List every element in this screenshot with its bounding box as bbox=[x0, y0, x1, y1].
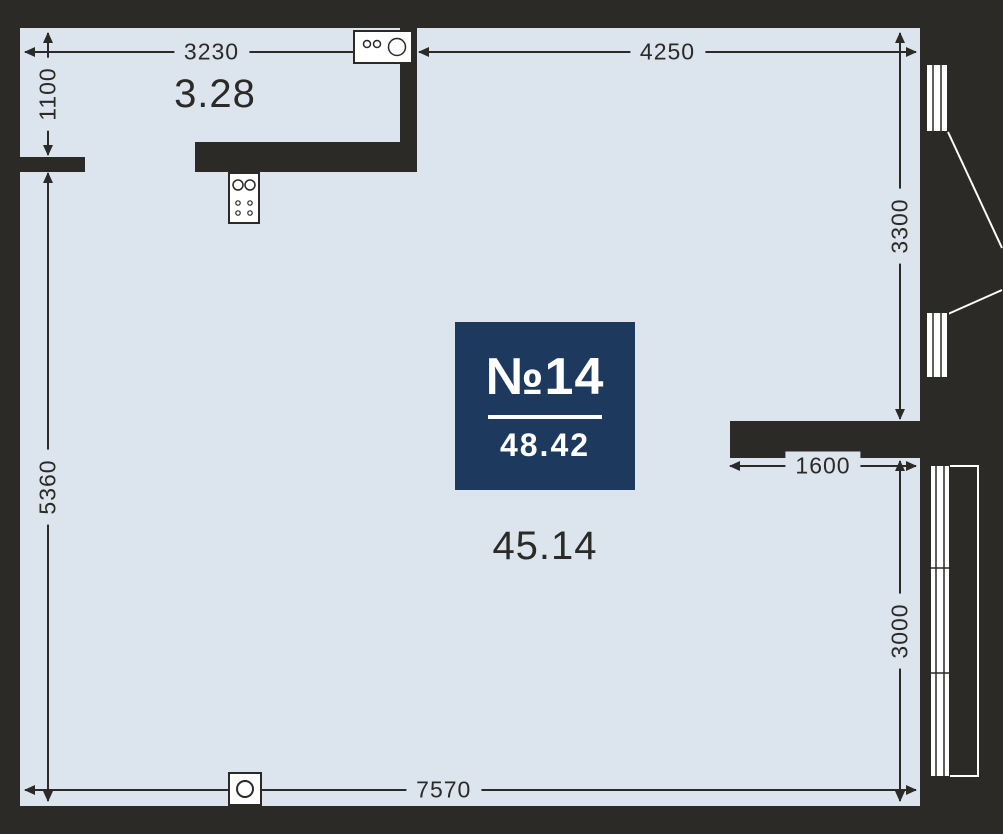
wall-left-stub bbox=[20, 157, 85, 172]
dim-label-right-lower: 3000 bbox=[885, 593, 915, 669]
dim-label-right-upper: 3300 bbox=[885, 188, 915, 264]
dim-label-top-left: 3230 bbox=[173, 37, 250, 67]
arrow-down-icon bbox=[43, 145, 53, 156]
dim-right-lower: 3000 bbox=[885, 460, 915, 802]
dim-left-upper: 1100 bbox=[33, 32, 63, 156]
badge-divider bbox=[488, 415, 602, 419]
arrow-left-icon bbox=[24, 785, 35, 795]
room-area-label: 45.14 bbox=[492, 524, 598, 568]
kitchen-area-label: 3.28 bbox=[174, 72, 256, 116]
dim-top-left: 3230 bbox=[24, 37, 399, 67]
arrow-up-icon bbox=[895, 32, 905, 43]
balcony-windows-icon bbox=[925, 63, 1003, 778]
dim-inner-wall: 1600 bbox=[729, 451, 917, 481]
dim-label-inner-wall: 1600 bbox=[785, 451, 861, 481]
sink-icon bbox=[353, 30, 413, 64]
arrow-left-icon bbox=[418, 47, 429, 57]
dim-left-lower: 5360 bbox=[33, 172, 63, 802]
dim-label-left-upper: 1100 bbox=[33, 57, 63, 131]
arrow-left-icon bbox=[24, 47, 35, 57]
arrow-right-icon bbox=[906, 47, 917, 57]
arrow-up-icon bbox=[43, 32, 53, 43]
stove-icon bbox=[228, 172, 260, 224]
column-icon bbox=[228, 772, 262, 806]
arrow-left-icon bbox=[729, 461, 740, 471]
arrow-up-icon bbox=[895, 460, 905, 471]
arrow-down-icon bbox=[895, 791, 905, 802]
arrow-right-icon bbox=[906, 461, 917, 471]
unit-badge: №14 48.42 bbox=[455, 322, 635, 490]
arrow-down-icon bbox=[43, 791, 53, 802]
unit-number: №14 bbox=[485, 348, 605, 406]
dim-label-bottom: 7570 bbox=[406, 775, 482, 805]
arrow-up-icon bbox=[43, 172, 53, 183]
wall-kitchen-vertical bbox=[400, 28, 417, 172]
dim-bottom: 7570 bbox=[24, 775, 917, 805]
dim-label-top-right: 4250 bbox=[629, 37, 706, 67]
dim-right-upper: 3300 bbox=[885, 32, 915, 420]
arrow-right-icon bbox=[906, 785, 917, 795]
arrow-down-icon bbox=[895, 409, 905, 420]
wall-kitchen-horizontal bbox=[195, 142, 417, 172]
dim-label-left-lower: 5360 bbox=[33, 449, 63, 525]
dim-top-right: 4250 bbox=[418, 37, 917, 67]
unit-total-area: 48.42 bbox=[499, 427, 591, 463]
